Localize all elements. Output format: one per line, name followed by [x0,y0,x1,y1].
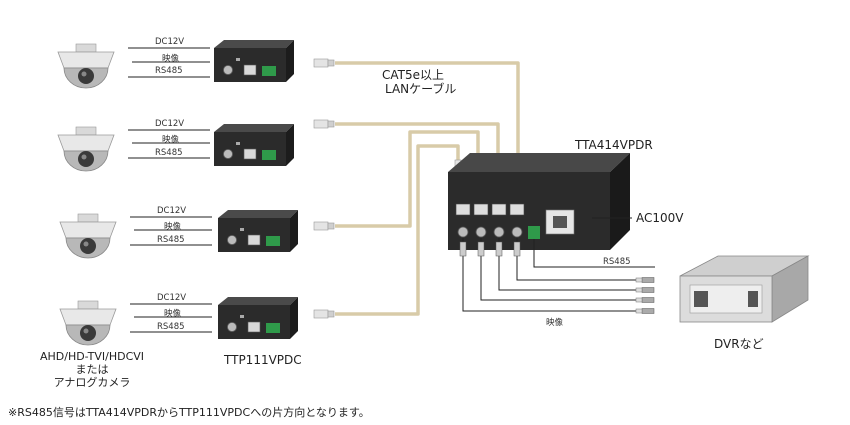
camera-1-icon [57,43,115,89]
camera-4-icon [59,300,117,346]
rs485-label-1: RS485 [155,66,183,76]
video-label-2: 映像 [162,135,180,145]
dvr-rack-icon [679,255,810,323]
ac100v-label: AC100V [636,211,684,225]
lan-cable-label: LANケーブル [385,82,457,96]
rs485-hub-label: RS485 [603,257,631,267]
camera-wires [128,47,212,333]
rs485-label-3: RS485 [157,235,185,245]
dc12v-label-3: DC12V [157,206,187,216]
video-label-3: 映像 [164,222,182,232]
camera-caption: AHD/HD-TVI/HDCVI または アナログカメラ [36,350,148,389]
receiver-hub-icon [448,153,630,250]
hub-model-label: TTA414VPDR [575,138,653,152]
cat5e-label: CAT5e以上 [382,68,445,82]
dc12v-label-4: DC12V [157,293,187,303]
rs485-label-4: RS485 [157,322,185,332]
bnc-plugs [459,241,655,314]
camera-caption-line-1: AHD/HD-TVI/HDCVI [39,350,145,363]
camera-caption-line-3: アナログカメラ [53,376,131,389]
lan-cables [335,61,520,316]
video-label-1: 映像 [162,54,180,64]
transmitter-4-icon [217,296,299,340]
dc12v-label-1: DC12V [155,37,185,47]
dvr-label: DVRなど [714,337,764,351]
dc12v-label-2: DC12V [155,119,185,129]
transmitter-2-icon [213,123,295,167]
footnote: ※RS485信号はTTA414VPDRからTTP111VPDCへの片方向となりま… [8,406,370,419]
transmitter-model-label: TTP111VPDC [224,353,302,367]
transmitter-1-icon [213,39,295,83]
video-hub-label: 映像 [546,318,564,328]
rs485-label-2: RS485 [155,148,183,158]
camera-2-icon [57,126,115,172]
video-label-4: 映像 [164,309,182,319]
transmitter-3-icon [217,209,299,253]
camera-3-icon [59,213,117,259]
camera-caption-line-2: または [75,363,109,376]
